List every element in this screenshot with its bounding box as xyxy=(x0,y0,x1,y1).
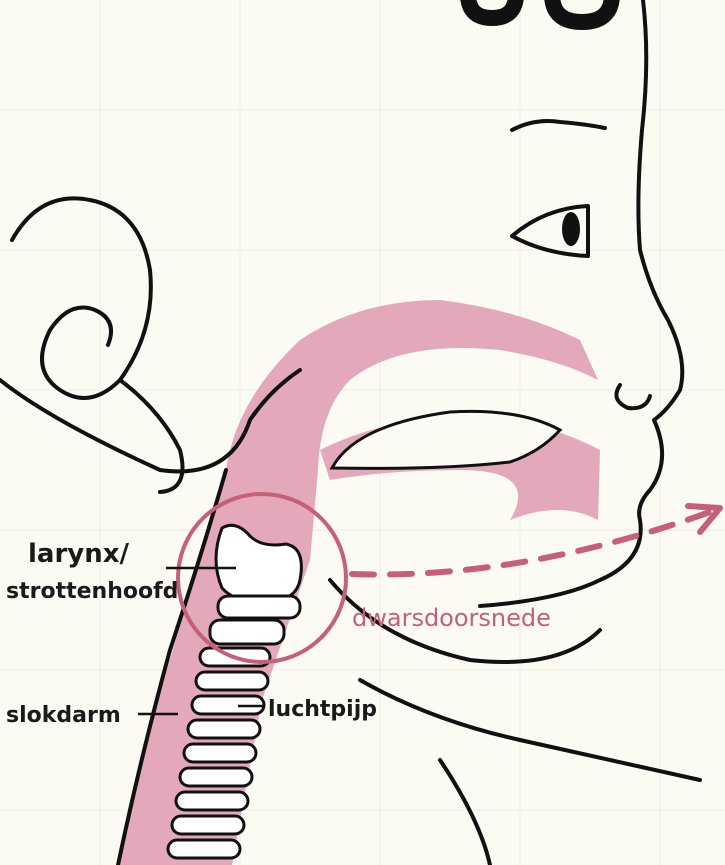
label-cross-section: dwarsdoorsnede xyxy=(352,604,551,632)
label-larynx-line1: larynx/ xyxy=(28,539,130,569)
label-larynx-line2: strottenhoofd xyxy=(6,579,178,604)
label-esophagus: slokdarm xyxy=(6,703,121,728)
label-trachea: luchtpijp xyxy=(268,697,377,722)
